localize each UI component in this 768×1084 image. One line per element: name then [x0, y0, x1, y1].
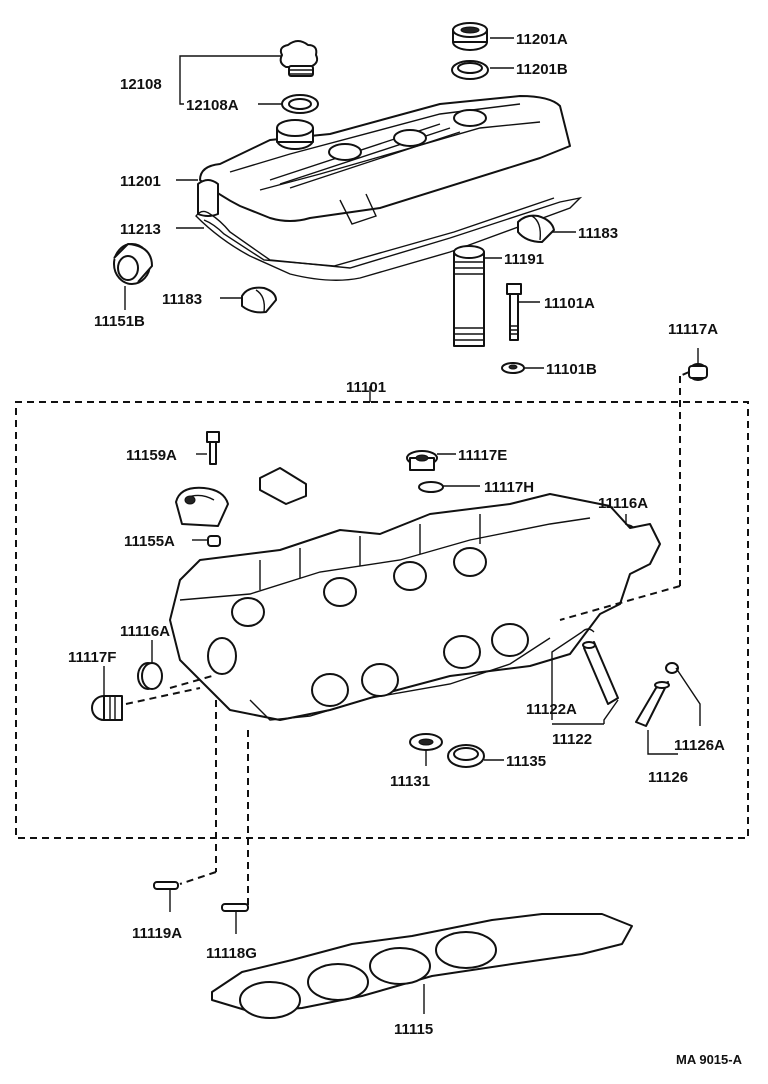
valve-guide-exhaust [635, 662, 679, 727]
label-11131: 11131 [390, 773, 430, 790]
label-12108A: 12108A [186, 97, 239, 114]
label-11126: 11126 [648, 769, 688, 786]
label-11119A: 11119A [132, 925, 182, 942]
label-11151B: 11151B [94, 313, 145, 330]
label-11101A: 11101A [544, 295, 595, 312]
oil-filler-gasket [281, 94, 319, 114]
label-11155A: 11155A [124, 533, 175, 550]
cylinder-head-gasket [211, 913, 633, 1019]
half-moon-plug-right [517, 214, 555, 243]
plug-11117E [406, 450, 438, 471]
label-11201B: 11201B [516, 61, 568, 78]
label-11126A: 11126A [674, 737, 725, 754]
plug-11131 [409, 733, 443, 751]
diagram-code: MA 9015-A [676, 1052, 743, 1067]
label-11159A: 11159A [126, 447, 177, 464]
label-11213: 11213 [120, 221, 161, 238]
label-11117H: 11117H [484, 479, 534, 496]
label-11201A: 11201A [516, 31, 568, 48]
assembly-boundary [15, 386, 749, 839]
label-11117F: 11117F [68, 649, 116, 666]
label-12108: 12108 [120, 76, 162, 93]
label-11201: 11201 [120, 173, 161, 190]
half-moon-plug-left [241, 286, 277, 314]
leader-lines [103, 37, 701, 1014]
label-11183-right: 11183 [578, 225, 618, 242]
install-lines [125, 371, 690, 906]
label-11101B: 11101B [546, 361, 597, 378]
label-11118G: 11118G [206, 945, 257, 962]
label-11122A: 11122A [526, 701, 577, 718]
head-bolt [506, 283, 522, 341]
oil-filler-cap [279, 40, 319, 77]
plug-11116A-left [137, 662, 163, 690]
label-11115: 11115 [394, 1021, 433, 1038]
part-labels: 12108 12108A 11201A 11201B 11201 11213 1… [68, 31, 743, 1067]
label-11191: 11191 [504, 251, 544, 268]
cylinder-head [169, 493, 661, 721]
cap-seal-11201B [451, 60, 489, 80]
valve-guide-intake [581, 628, 619, 705]
plug-11117A [688, 363, 708, 381]
seal-11135 [447, 744, 485, 768]
pin-11119A [153, 881, 179, 890]
valve-cover [197, 95, 571, 225]
o-ring-11117H [418, 481, 444, 493]
valve-cover-gasket [195, 196, 583, 281]
camshaft-oil-seal [113, 243, 153, 285]
label-11135: 11135 [506, 753, 546, 770]
plug-11117F [91, 695, 123, 721]
camshaft-bearing-cap [175, 486, 229, 527]
label-11116A-left: 11116A [120, 623, 170, 640]
cap-seal-11201A [452, 22, 488, 51]
head-bolt-washer [501, 362, 525, 374]
label-11117A: 11117A [668, 321, 718, 338]
label-11101: 11101 [346, 379, 386, 396]
label-11117E: 11117E [458, 447, 507, 464]
pin-11118G [221, 903, 249, 912]
label-11183-left: 11183 [162, 291, 202, 308]
bolt-11159A [206, 431, 220, 465]
bearing-cap-small [259, 467, 307, 505]
label-11116A-right: 11116A [598, 495, 648, 512]
label-11122: 11122 [552, 731, 592, 748]
spark-plug-tube [453, 245, 485, 347]
pin-11155A [207, 535, 221, 547]
